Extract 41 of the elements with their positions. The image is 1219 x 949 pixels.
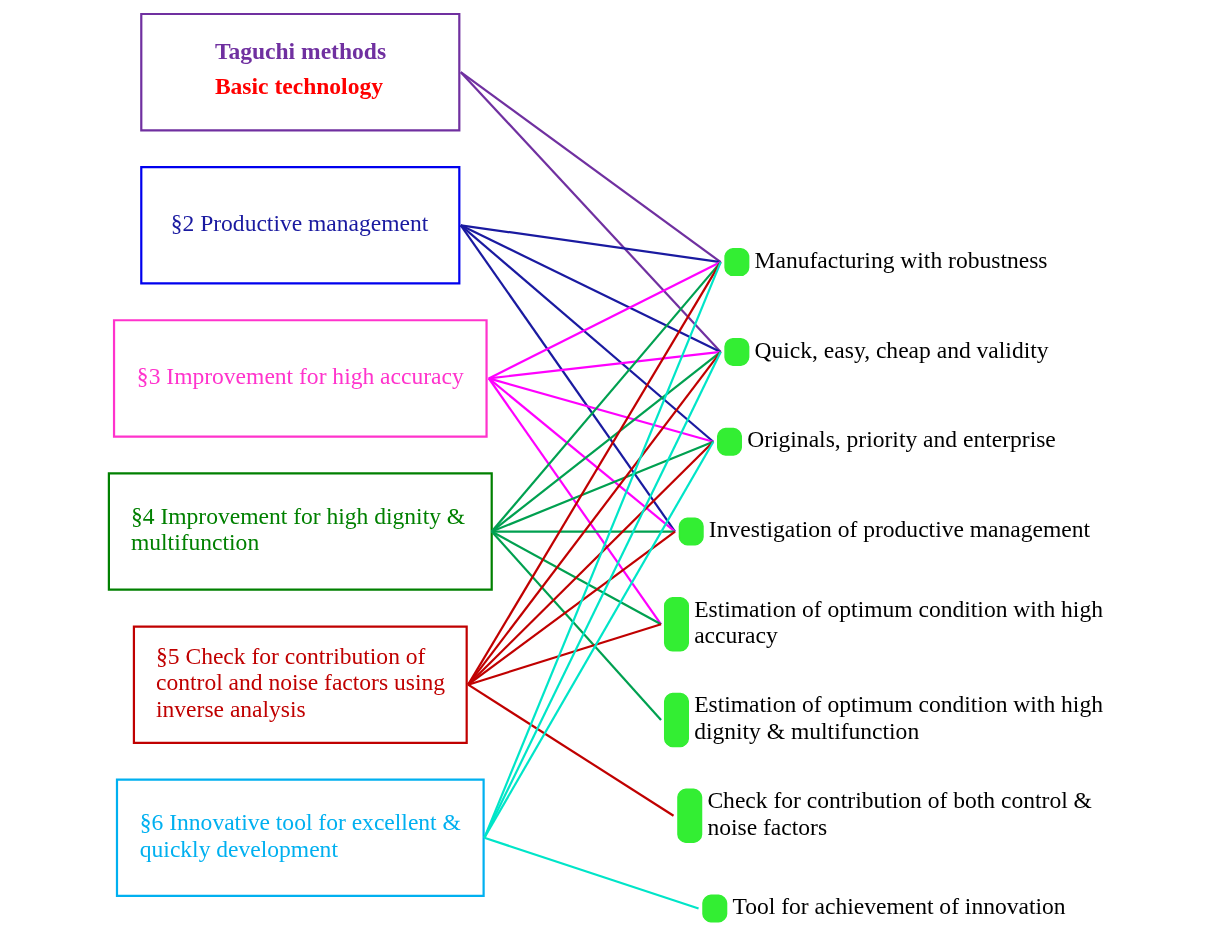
- connector: [484, 836, 699, 910]
- node-box: Taguchi methods Basic technology: [140, 12, 461, 132]
- connector: [487, 377, 662, 625]
- connector: [467, 683, 675, 817]
- connector: [467, 351, 722, 686]
- node-box: §3 Improvement for high accuracy: [112, 319, 488, 438]
- connector: [460, 224, 721, 264]
- connector: [491, 530, 662, 626]
- node-label: Estimation of optimum condition with high dignity & multifunction: [694, 691, 1103, 744]
- connector: [490, 261, 722, 533]
- connector: [460, 224, 722, 353]
- connector: [467, 440, 715, 686]
- connector: [459, 224, 676, 533]
- connector: [488, 261, 722, 380]
- node-label: Investigation of productive management: [708, 516, 1091, 543]
- node-label: Estimation of optimum condition with high accuracy: [694, 595, 1103, 649]
- node-box: §2 Productive management: [140, 166, 461, 285]
- connector: [459, 71, 722, 353]
- node-label: Check for contribution of both control & noise factors: [707, 787, 1092, 840]
- connector: [488, 377, 714, 443]
- node-label: Originals, priority and enterprise: [747, 426, 1056, 453]
- node-box: §5 Check for contribution of control and noise factors using inverse analysis: [132, 625, 468, 744]
- node-box: §6 Innovative tool for excellent & quickly development: [115, 778, 485, 898]
- connector: [460, 71, 722, 263]
- connector: [460, 224, 715, 443]
- connector: [467, 261, 722, 686]
- connector: [491, 440, 714, 533]
- connector: [488, 350, 721, 380]
- connector: [490, 530, 662, 721]
- node-label: Manufacturing with robustness: [754, 246, 1048, 273]
- node-label: Quick, easy, cheap and validity: [754, 336, 1049, 363]
- node-box: §4 Improvement for high dignity & multifunction: [107, 472, 493, 591]
- connector: [467, 623, 662, 686]
- connector: [488, 377, 676, 533]
- node-label: Tool for achievement of innovation: [732, 893, 1066, 920]
- connector: [483, 351, 722, 839]
- connector: [491, 530, 675, 533]
- connector: [483, 441, 715, 839]
- connector: [467, 530, 676, 686]
- connector: [483, 261, 722, 839]
- connector: [491, 351, 722, 533]
